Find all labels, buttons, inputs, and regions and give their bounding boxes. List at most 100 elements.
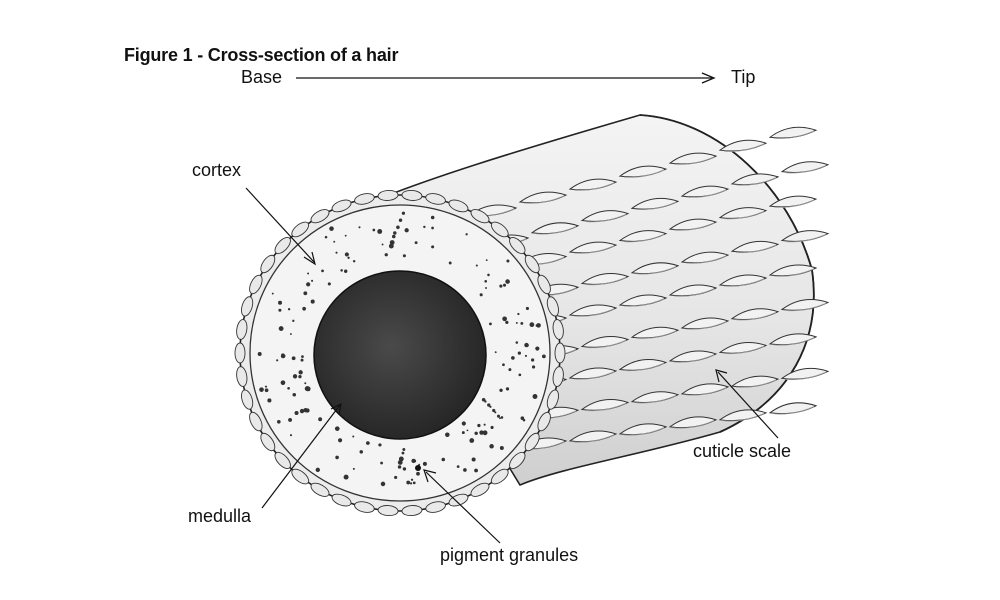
pigment-granule: [303, 291, 308, 296]
pigment-granule: [343, 474, 349, 480]
pigment-granule: [391, 234, 396, 239]
cuticle-scale: [618, 423, 668, 436]
cuticle-scale: [618, 230, 668, 242]
cuticle-scale: [580, 273, 630, 285]
cuticle-scale: [730, 375, 780, 388]
pigment-granule: [301, 355, 304, 358]
cuticle-edge-scale: [377, 505, 399, 517]
pigment-granule: [289, 434, 293, 437]
cuticle-scale-shadow: [635, 201, 677, 211]
cuticle-edge-scale: [249, 274, 263, 295]
pigment-granule: [334, 426, 340, 431]
cuticle-arrowhead: [715, 369, 728, 383]
pigment-arrowhead: [423, 469, 437, 483]
cuticle-scale-shadow: [785, 371, 827, 381]
pigment-granule: [372, 228, 376, 232]
cuticle-scale-shadow: [585, 214, 627, 223]
direction-arrow: [296, 72, 716, 84]
cuticle-scale-shadow: [523, 195, 565, 204]
pigment-granule: [511, 356, 515, 360]
pigment-granule: [515, 341, 519, 344]
pigment-granule: [402, 467, 407, 471]
pigment-granule: [389, 240, 395, 245]
pigment-granule: [423, 225, 426, 229]
pigment-granule: [505, 387, 510, 391]
pigment-granule: [490, 425, 494, 430]
cuticle-scale: [568, 367, 618, 380]
pigment-granule: [292, 374, 298, 379]
cuticle-scale: [768, 333, 818, 346]
pigment-granule: [484, 279, 488, 283]
cuticle-scale-shadow: [623, 234, 665, 243]
cuticle-scale-shadow: [585, 402, 627, 412]
pigment-granule: [506, 259, 510, 263]
cuticle-edge-scale: [546, 296, 559, 317]
pigment-granule: [404, 228, 409, 233]
cuticle-scale: [630, 326, 680, 339]
cuticle-edge-scale: [241, 296, 254, 317]
cuticle-scale: [568, 430, 618, 443]
cortex-leader: [245, 187, 315, 263]
cuticle-scale-shadow: [635, 395, 677, 404]
pigment-granule: [479, 293, 483, 297]
pigment-granule: [412, 481, 416, 485]
pigment-granule: [499, 446, 504, 450]
cuticle-scale-shadow: [623, 427, 665, 436]
cuticle-scale: [730, 308, 780, 321]
cuticle-scale-shadow: [673, 156, 715, 165]
base-label: Base: [241, 67, 283, 87]
cuticle-scale-shadow: [573, 308, 615, 317]
medulla: [313, 270, 487, 440]
cuticle-scale-shadow: [573, 182, 615, 191]
pigment-granule: [466, 429, 469, 432]
pigment-granule: [494, 351, 497, 354]
cuticle-scale: [668, 350, 718, 363]
pigment-granule: [525, 306, 529, 311]
pigment-granule: [492, 408, 496, 413]
cuticle-scale: [780, 367, 830, 380]
pigment-granule: [329, 226, 334, 231]
cuticle-scale-shadow: [735, 312, 777, 321]
pigment-granule: [276, 359, 279, 362]
pigment-granule: [305, 386, 311, 392]
cuticle-scale: [780, 298, 830, 311]
pigment-granule: [471, 457, 476, 462]
pigment-granule: [518, 373, 522, 377]
cuticle-scale-shadow: [685, 189, 727, 198]
cut-face: [234, 189, 566, 517]
pigment-granule: [278, 308, 282, 312]
cuticle-scale: [630, 262, 680, 275]
cuticle-edge-scale: [490, 468, 509, 485]
cuticle-scale-shadow: [673, 354, 715, 363]
cuticle-scale-shadow: [585, 339, 627, 349]
cuticle-scale: [580, 210, 630, 222]
pigment-granule: [304, 382, 307, 385]
pigment-granule: [267, 398, 272, 403]
pigment-granule: [517, 351, 521, 355]
pigment-granule: [401, 211, 406, 215]
cuticle-scale: [680, 383, 730, 396]
pigment-granule: [311, 279, 314, 282]
cuticle-edge-scale: [546, 389, 559, 410]
pigment-granule: [394, 475, 398, 480]
cuticle-scale: [718, 207, 768, 219]
pigment-granule: [366, 441, 370, 445]
cuticle-scale: [618, 165, 668, 178]
pigment-granule: [489, 444, 494, 449]
pigment-granule: [535, 324, 539, 327]
cuticle-edge-scale: [310, 482, 330, 497]
cuticle-edge-scale: [509, 237, 526, 255]
cuticle-edge-scale: [524, 432, 540, 452]
cuticle-scale-shadow: [623, 298, 665, 307]
cuticle-scale-shadow: [623, 362, 665, 372]
pigment-granule: [402, 448, 406, 451]
pigment-granule: [489, 405, 492, 408]
cuticle-scale: [618, 294, 668, 307]
cuticle-scale: [568, 241, 618, 254]
pigment-granule: [406, 480, 411, 485]
cuticle-edge-scale: [425, 501, 446, 513]
pigment-granule: [318, 417, 323, 422]
pigment-granule: [388, 243, 394, 249]
cuticle-scale-label: cuticle scale: [693, 441, 792, 461]
cuticle-edge-scale: [274, 237, 291, 255]
